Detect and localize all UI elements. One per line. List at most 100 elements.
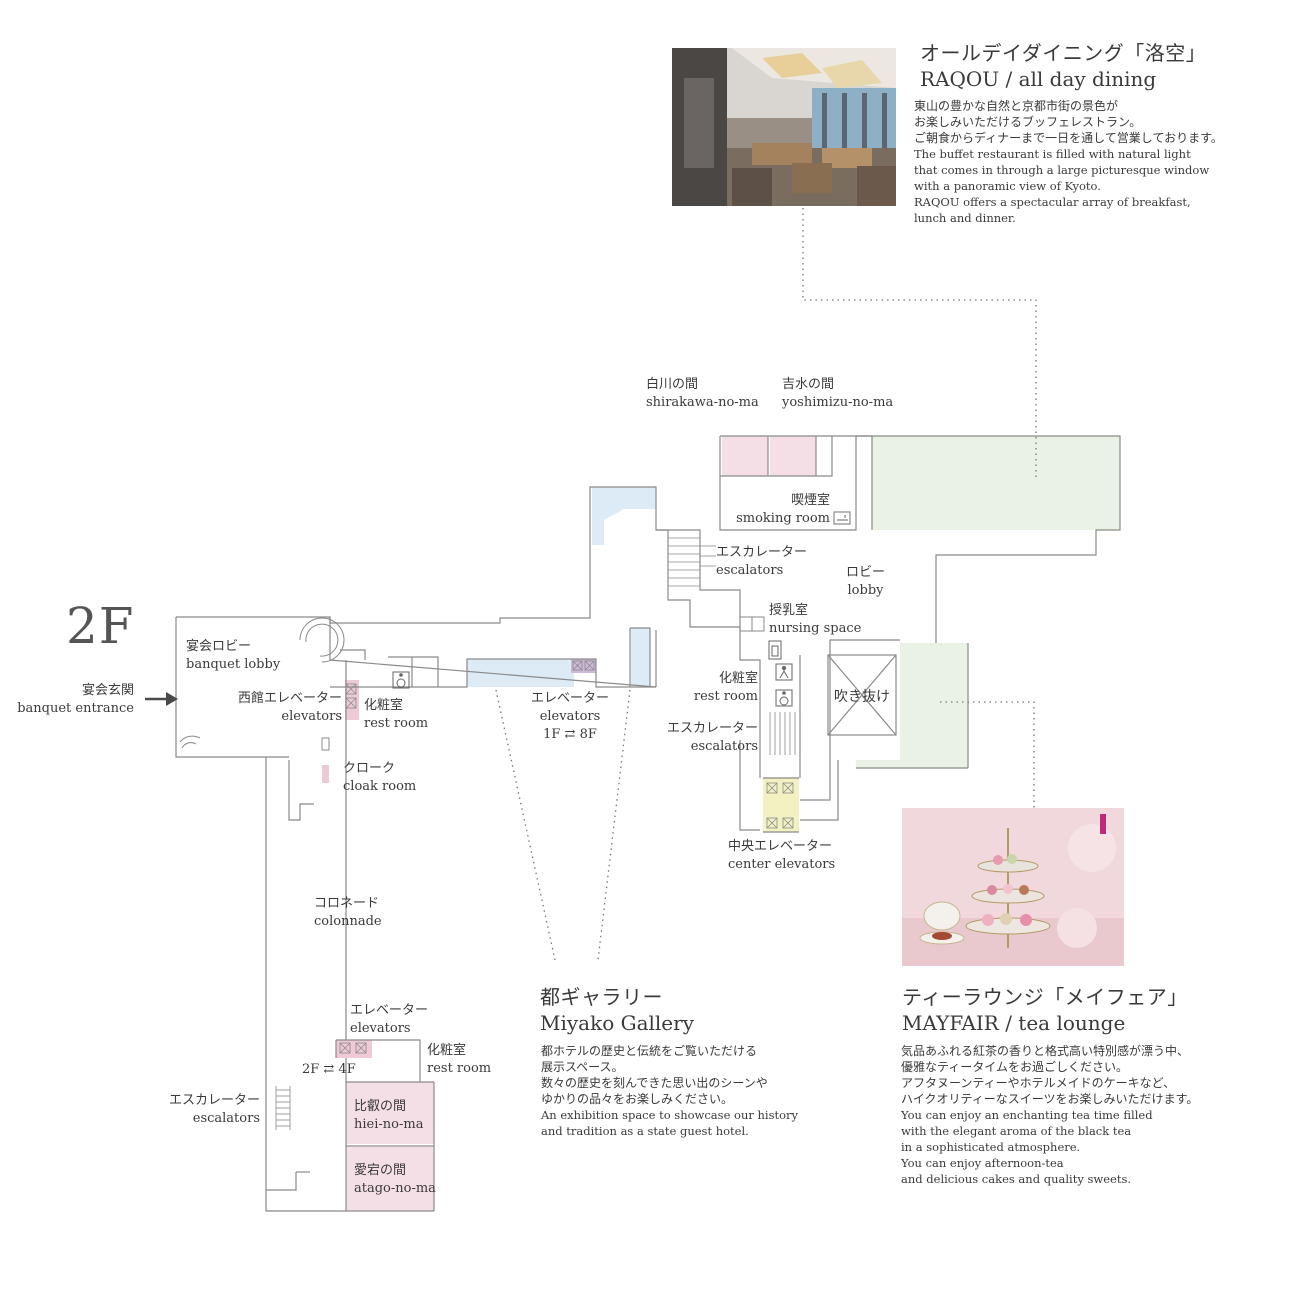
- mayfair-desc-jp-line: 気品あふれる紅茶の香りと格式高い特別感が漂う中、: [901, 1044, 1190, 1058]
- label-en: escalators: [716, 563, 784, 578]
- label-jp: 化粧室: [718, 671, 758, 686]
- cloak-item: [322, 765, 329, 783]
- label-jp: 愛宕の間: [354, 1163, 407, 1178]
- atago-room: [346, 1147, 434, 1211]
- raqou-desc-jp-line: ご朝食からディナーまで一日を通して営業しております。: [914, 131, 1223, 145]
- baby-bottle-icon: [768, 640, 782, 660]
- atrium-label[interactable]: 吹き抜け: [834, 689, 890, 705]
- escalators-south-label[interactable]: エスカレーター escalators: [150, 1092, 260, 1128]
- nursing-space-label[interactable]: 授乳室 nursing space: [769, 602, 861, 638]
- banquet-lobby-label[interactable]: 宴会ロビー banquet lobby: [186, 638, 280, 674]
- entrance-arrow-icon: [145, 692, 178, 706]
- banquet-entrance-label[interactable]: 宴会玄関 banquet entrance: [6, 682, 134, 718]
- blue-area-top: [592, 487, 656, 545]
- label-en: colonnade: [314, 914, 382, 929]
- label-en: lobby: [847, 583, 884, 598]
- raqou-area: [872, 436, 1120, 530]
- label-en: nursing space: [769, 621, 862, 636]
- label-jp: 吉水の間: [782, 377, 835, 392]
- label-en: elevators: [281, 709, 342, 724]
- label-jp: クローク: [343, 761, 396, 776]
- mayfair-desc-jp-line: 優雅なティータイムをお過ごしください。: [901, 1060, 1129, 1074]
- mayfair-desc-en-line: You can enjoy afternoon-tea: [901, 1156, 1064, 1170]
- label-jp: 白川の間: [646, 377, 699, 392]
- label-en: smoking room: [736, 511, 830, 526]
- raqou-description: 東山の豊かな自然と京都市街の景色が お楽しみいただけるブッフェレストラン。 ご朝…: [914, 98, 1294, 226]
- smoking-icon: [837, 515, 848, 521]
- center-elevators-label[interactable]: 中央エレベーター center elevators: [728, 838, 835, 874]
- raqou-desc-jp-line: 東山の豊かな自然と京都市街の景色が: [914, 99, 1119, 113]
- hiei-room-label[interactable]: 比叡の間 hiei-no-ma: [354, 1098, 423, 1134]
- label-jp: 中央エレベーター: [728, 839, 833, 854]
- label-en: escalators: [192, 1111, 260, 1126]
- escalators-top-label[interactable]: エスカレーター escalators: [716, 544, 807, 580]
- raqou-desc-jp-line: お楽しみいただけるブッフェレストラン。: [914, 115, 1142, 129]
- label-en: rest room: [427, 1061, 492, 1076]
- label-jp: エスカレーター: [168, 1093, 260, 1108]
- gallery-desc-jp-line: 展示スペース。: [541, 1060, 624, 1074]
- elevators-1f-8f-label[interactable]: エレベーター elevators 1F ⇄ 8F: [518, 690, 622, 744]
- label-jp: 授乳室: [769, 603, 809, 618]
- raqou-desc-en-line: that comes in through a large picturesqu…: [914, 163, 1210, 177]
- elevators-floors-label: 2F ⇄ 4F: [302, 1062, 356, 1077]
- label-jp: 比叡の間: [354, 1099, 407, 1114]
- label-jp: ロビー: [846, 565, 886, 580]
- gallery-desc-en-line: and tradition as a state guest hotel.: [541, 1124, 749, 1138]
- elevators-2f-4f-label[interactable]: エレベーター elevators: [350, 1002, 428, 1038]
- raqou-desc-en-line: RAQOU offers a spectacular array of brea…: [914, 195, 1191, 209]
- floor-label: 2F: [66, 597, 135, 655]
- yoshimizu-room: [770, 436, 816, 476]
- cloak-room-label[interactable]: クローク cloak room: [343, 760, 416, 796]
- blue-area-right: [631, 628, 650, 686]
- label-jp: エレベーター: [350, 1003, 429, 1018]
- mayfair-desc-en-line: You can enjoy an enchanting tea time fil…: [901, 1108, 1153, 1122]
- yoshimizu-label[interactable]: 吉水の間 yoshimizu-no-ma: [782, 376, 893, 412]
- mayfair-desc-jp-line: ハイクオリティーなスイーツをお楽しみいただけます。: [901, 1092, 1199, 1106]
- label-jp: エレベーター: [530, 691, 609, 706]
- mayfair-info: ティーラウンジ「メイフェア」 MAYFAIR / tea lounge: [902, 984, 1188, 1036]
- label-en: rest room: [364, 716, 429, 731]
- raqou-title-en: RAQOU / all day dining: [920, 67, 1157, 91]
- afternoon-tea-photo-icon: [902, 808, 1124, 966]
- mayfair-photo[interactable]: [902, 808, 1124, 966]
- mayfair-desc-en-line: with the elegant aroma of the black tea: [901, 1124, 1132, 1138]
- hiei-room: [346, 1082, 434, 1144]
- restroom-west-label[interactable]: 化粧室 rest room: [364, 697, 428, 733]
- small-box-icon: [321, 616, 765, 751]
- gallery-title-en: Miyako Gallery: [540, 1011, 695, 1035]
- atago-room-label[interactable]: 愛宕の間 atago-no-ma: [354, 1162, 436, 1198]
- restroom-center-label[interactable]: 化粧室 rest room: [680, 670, 758, 706]
- lobby-label[interactable]: ロビー lobby: [846, 564, 885, 600]
- gallery-info: 都ギャラリー Miyako Gallery: [540, 984, 694, 1036]
- label-en: hiei-no-ma: [354, 1117, 424, 1132]
- label-jp: 喫煙室: [790, 493, 830, 508]
- wheelchair-icon: [392, 671, 793, 707]
- mayfair-desc-en-line: in a sophisticated atmosphere.: [901, 1140, 1081, 1154]
- raqou-desc-en-line: lunch and dinner.: [914, 211, 1016, 225]
- mayfair-title-en: MAYFAIR / tea lounge: [902, 1011, 1126, 1035]
- label-jp: エスカレーター: [666, 721, 758, 736]
- smoking-room-label[interactable]: 喫煙室 smoking room: [728, 492, 830, 528]
- label-jp: コロネード: [314, 896, 380, 911]
- gallery-desc-jp-line: ゆかりの品々をお楽しみください。: [541, 1092, 734, 1106]
- escalators-center-label[interactable]: エスカレーター escalators: [650, 720, 758, 756]
- leader-lines: [495, 208, 1037, 961]
- label-en: cloak room: [343, 779, 417, 794]
- raqou-photo[interactable]: [672, 48, 896, 206]
- label-en: banquet entrance: [17, 701, 134, 716]
- shirakawa-label[interactable]: 白川の間 shirakawa-no-ma: [646, 376, 759, 412]
- elevator-purple: [571, 659, 596, 673]
- label-en: elevators: [539, 709, 601, 724]
- label-en: atago-no-ma: [354, 1181, 436, 1196]
- west-elevators-label[interactable]: 西館エレベーター elevators: [210, 690, 342, 726]
- gallery-description: 都ホテルの歴史と伝統をご覧いただける 展示スペース。 数々の歴史を刻んできた思い…: [541, 1043, 871, 1139]
- raqou-title-jp: オールデイダイニング「洛空」: [920, 41, 1207, 65]
- label-en: escalators: [690, 739, 758, 754]
- mayfair-title-jp: ティーラウンジ「メイフェア」: [902, 985, 1188, 1009]
- gallery-title-jp: 都ギャラリー: [540, 985, 663, 1009]
- colonnade-label[interactable]: コロネード colonnade: [314, 895, 382, 931]
- gallery-desc-en-line: An exhibition space to showcase our hist…: [541, 1108, 799, 1122]
- restaurant-photo-icon: [672, 48, 896, 206]
- restroom-south-label[interactable]: 化粧室 rest room: [427, 1042, 491, 1078]
